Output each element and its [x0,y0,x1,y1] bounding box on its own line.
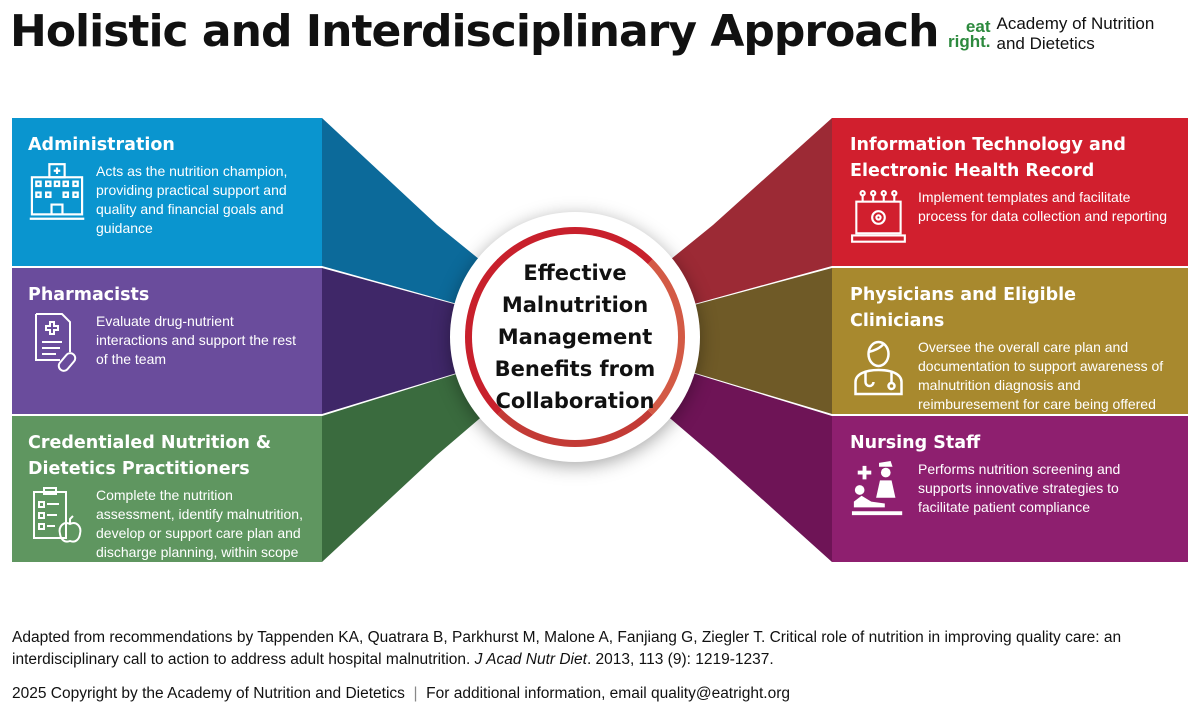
wedge-dietetics [322,337,575,562]
wedge-administration [322,118,575,337]
center-ring: Effective Malnutrition Management Benefi… [465,227,685,447]
laptop-gear-icon [851,190,906,243]
panel-text: Oversee the overall care plan and docume… [918,339,1164,412]
page-title: Holistic and Interdisciplinary Approach [10,6,939,57]
panel-title: Pharmacists [28,285,150,305]
contact-info: For additional information, email qualit… [426,685,790,702]
panel-text: Implement templates and facilitate proce… [918,189,1168,224]
hospital-icon [29,163,85,220]
panel-text: Acts as the nutrition champion, providin… [96,163,288,236]
panel-title: Administration [28,135,175,155]
doctor-icon [854,340,903,396]
panel-administration: Administration Acts as the nutrition cha… [12,118,322,266]
panel-it: Information Technology and Electronic He… [834,118,1188,266]
prescription-icon [35,313,77,372]
panel-title: Nursing Staff [850,433,981,453]
panel-bg-pharmacists [12,268,322,414]
nurse-patient-icon [851,461,903,516]
panel-text: Evaluate drug-nutrient interactions and … [96,313,297,367]
panel-dietetics: Credentialed Nutrition & Dietetics Pract… [12,416,322,579]
panel-title: Credentialed Nutrition & Dietetics Pract… [28,433,272,479]
citation: Adapted from recommendations by Tappende… [12,629,1122,668]
panel-title: Physicians and Eligible Clinicians [850,285,1077,331]
copyright-line: 2025 Copyright by the Academy of Nutriti… [12,685,790,702]
panel-text: Performs nutrition screening and support… [918,461,1121,515]
panel-physicians: Physicians and Eligible Clinicians Overs… [834,268,1188,414]
center-text: Effective Malnutrition Management Benefi… [494,261,656,413]
center-circle: Effective Malnutrition Management Benefi… [450,212,700,462]
checklist-apple-icon [33,487,82,543]
wedge-pharmacists [322,268,575,414]
panel-title: Information Technology and Electronic He… [850,135,1126,181]
panel-text: Complete the nutrition assessment, ident… [96,487,303,579]
panel-nursing: Nursing Staff Performs nutrition screeni… [834,416,1188,562]
wedge-it [575,118,832,337]
wedge-physicians [575,268,832,414]
wedge-nursing [575,337,832,562]
panel-pharmacists: Pharmacists Evaluate drug-nutrient inter… [12,268,322,414]
